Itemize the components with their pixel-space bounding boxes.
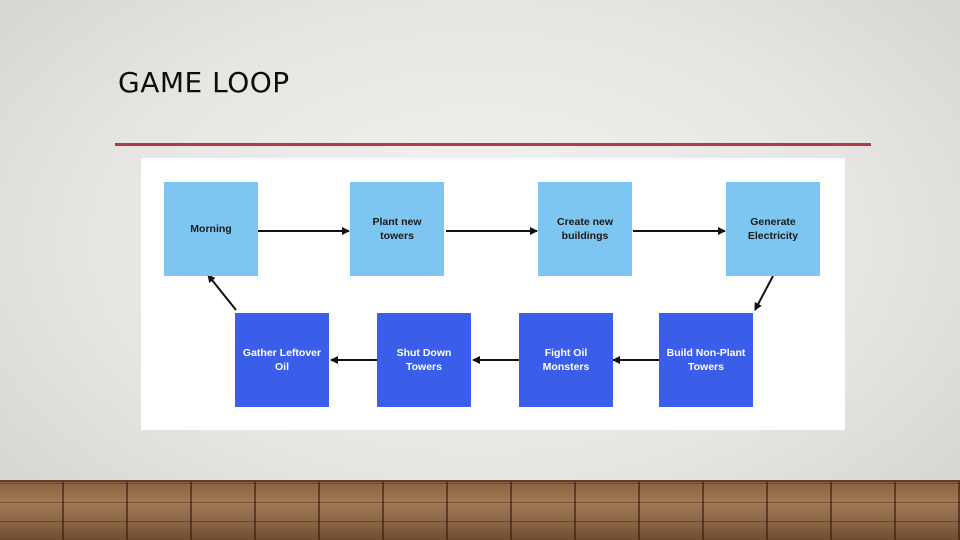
step-morning: Morning xyxy=(164,182,258,276)
step-label: Shut Down Towers xyxy=(396,347,452,373)
step-generate-electricity: Generate Electricity xyxy=(726,182,820,276)
step-label: Fight Oil Monsters xyxy=(542,347,590,373)
step-plant-new-towers: Plant new towers xyxy=(350,182,444,276)
step-shut-down-towers: Shut Down Towers xyxy=(377,313,471,407)
diagram-arrows xyxy=(207,227,774,364)
arrow-generate-to-build xyxy=(754,275,774,311)
title-divider xyxy=(115,143,871,146)
arrow-gather-to-morning xyxy=(207,274,237,311)
step-label: Generate Electricity xyxy=(747,216,799,242)
game-loop-diagram: Morning Plant new towers Create new buil… xyxy=(141,158,845,430)
step-label: Gather Leftover Oil xyxy=(242,347,322,373)
wood-floor-decoration xyxy=(0,482,960,540)
step-label: Morning xyxy=(190,223,232,235)
step-gather-leftover-oil: Gather Leftover Oil xyxy=(235,313,329,407)
floor-edge xyxy=(0,480,960,482)
step-build-non-plant-towers: Build Non-Plant Towers xyxy=(659,313,753,407)
step-create-new-buildings: Create new buildings xyxy=(538,182,632,276)
step-fight-oil-monsters: Fight Oil Monsters xyxy=(519,313,613,407)
step-label: Build Non-Plant Towers xyxy=(666,347,746,373)
step-label: Plant new towers xyxy=(372,216,422,242)
step-label: Create new buildings xyxy=(556,216,614,242)
slide-title: GAME LOOP xyxy=(118,66,290,99)
